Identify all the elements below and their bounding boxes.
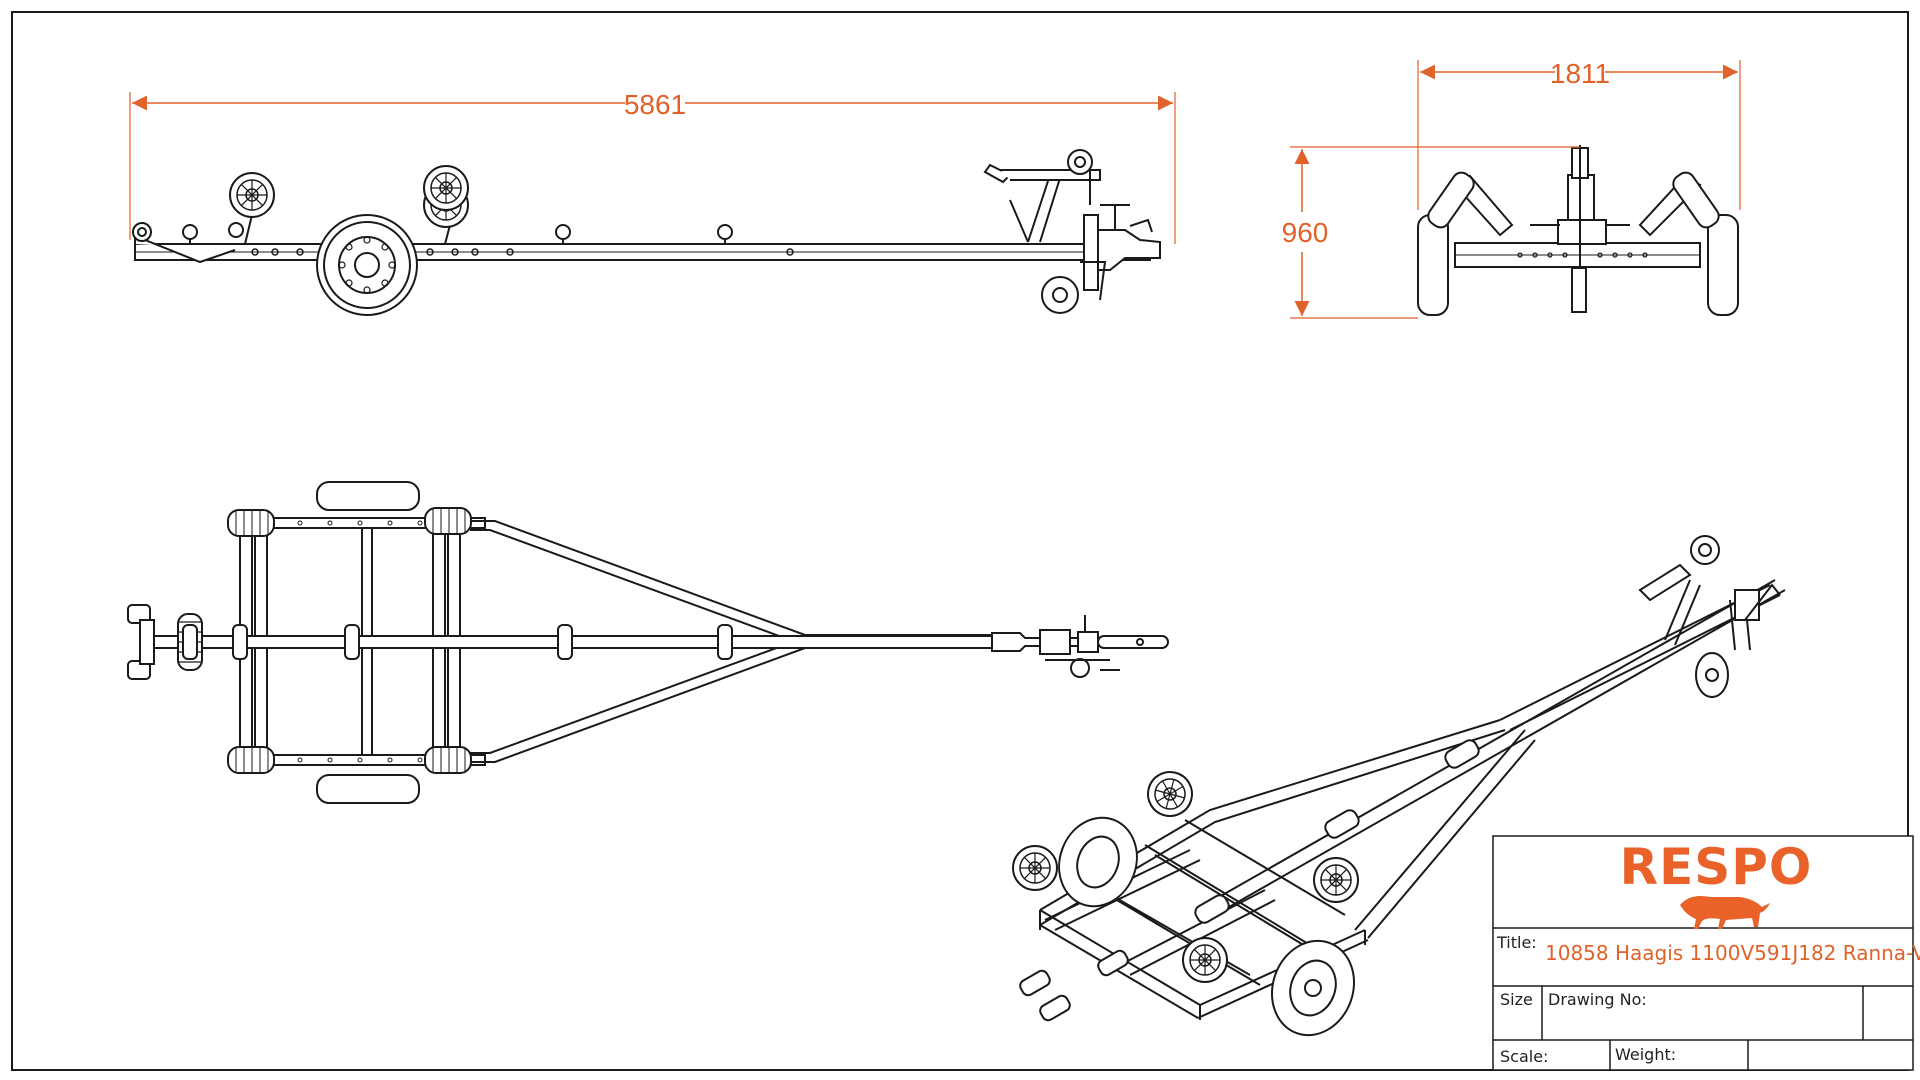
drawing-no-label: Drawing No: [1548,990,1647,1009]
sheet-border [11,11,1909,1071]
top-view [127,481,1169,804]
scale-label: Scale: [1500,1047,1548,1066]
bull-icon [1680,896,1770,929]
front-view [1417,145,1739,316]
weight-label: Weight: [1615,1045,1676,1064]
dimension-length: 5861 [129,89,1176,244]
brand-logo: RESPO [1620,838,1813,896]
size-label: Size [1500,990,1533,1009]
dimension-length-label: 5861 [624,89,686,120]
title-label: Title: [1496,933,1537,952]
title-value: 10858 Haagis 1100V591J182 Ranna-V1- [1545,941,1920,965]
dimension-width: 1811 [1417,58,1741,210]
dimension-width-label: 1811 [1550,58,1610,89]
title-block [1492,835,1914,1071]
dimension-height: 960 [1282,146,1580,319]
dimension-height-label: 960 [1282,217,1329,248]
side-view [132,149,1161,316]
isometric-view [1012,535,1786,1037]
